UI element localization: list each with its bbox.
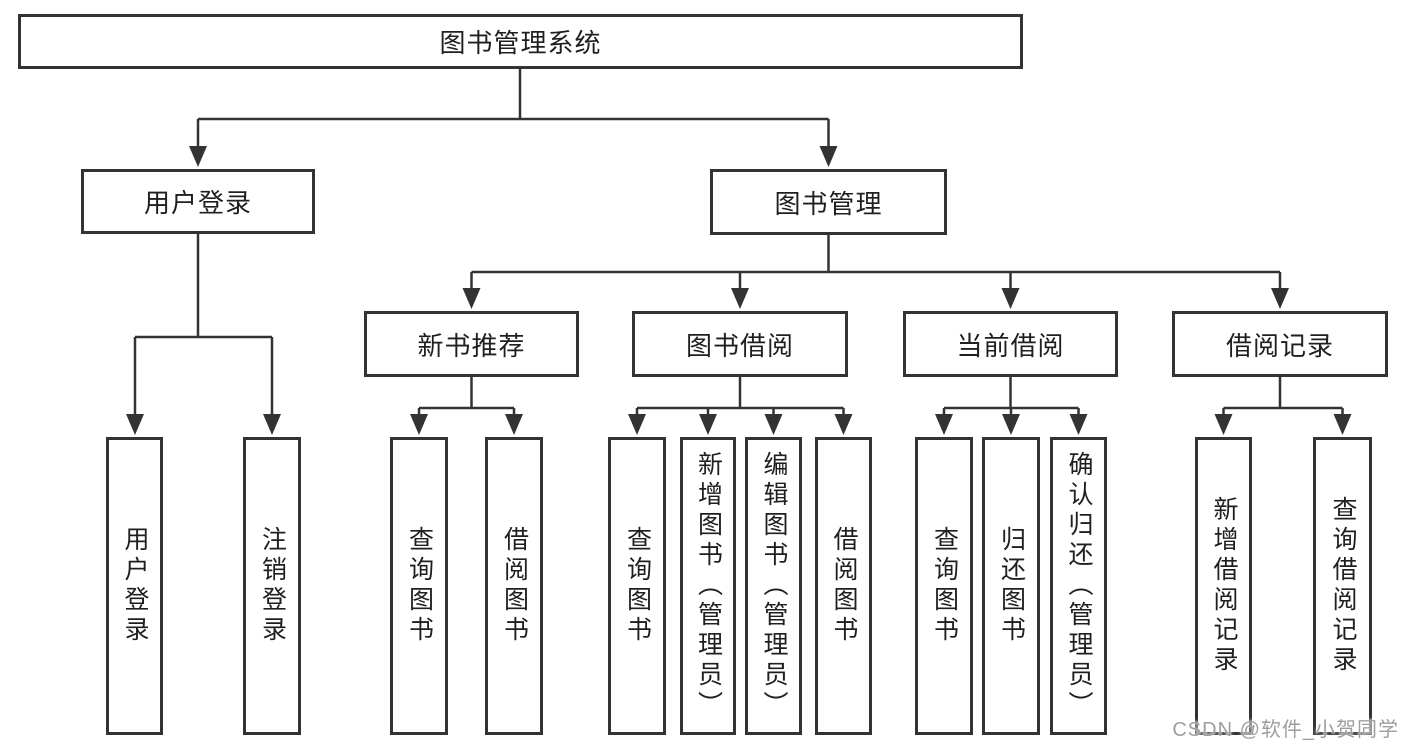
arrow-down-icon [731,288,749,309]
tree-edges [133,69,1344,419]
leaf-query-borrow-record: 查询借阅记录 [1313,437,1372,735]
arrow-down-icon [1001,288,1020,309]
arrow-down-icon [126,414,144,435]
node-label: 图书管理系统 [439,28,602,58]
node-user-login: 用户登录 [81,169,315,234]
arrow-down-icon [505,414,523,435]
node-label: 查询图书 [930,526,959,646]
arrow-down-icon [1069,414,1088,435]
node-label: 借阅记录 [1225,330,1334,361]
node-label: 图书管理 [774,188,883,219]
node-label: 查询图书 [623,526,652,646]
node-label: 借阅图书 [830,526,858,646]
arrow-down-icon [1002,414,1020,435]
leaf-user-login: 用户登录 [106,437,163,735]
node-label: 借阅图书 [500,526,529,646]
arrow-down-icon [935,414,953,435]
leaf-query-books-borrow: 查询图书 [608,437,666,735]
leaf-query-books-current: 查询图书 [915,437,973,735]
node-label: 查询图书 [405,526,434,646]
leaf-logout: 注销登录 [243,437,301,735]
csdn-watermark: CSDN @软件_小贺同学 [1172,719,1399,741]
arrow-down-icon [628,414,646,435]
node-label: 新书推荐 [417,330,526,361]
arrow-down-icon [1333,414,1352,435]
node-label: 用户登录 [143,188,252,218]
node-label: 编辑图书（管理员） [760,451,788,721]
arrow-down-icon [819,146,838,167]
node-book-borrowing: 图书借阅 [632,311,848,377]
arrowheads [126,146,1352,435]
leaf-edit-books-admin: 编辑图书（管理员） [745,437,802,735]
node-borrowing-records: 借阅记录 [1172,311,1388,377]
node-current-borrowing: 当前借阅 [903,311,1118,377]
node-new-book-recommendation: 新书推荐 [364,311,579,377]
node-label: 图书借阅 [685,330,794,361]
leaf-confirm-return-admin: 确认归还（管理员） [1050,437,1107,735]
node-label: 确认归还（管理员） [1065,451,1093,721]
node-label: 用户登录 [121,526,149,646]
node-label: 归还图书 [997,526,1026,646]
leaf-query-books-recommend: 查询图书 [390,437,448,735]
leaf-add-books-admin: 新增图书（管理员） [680,437,736,735]
leaf-borrow-books-recommend: 借阅图书 [485,437,543,735]
node-label: 新增图书（管理员） [694,451,723,721]
arrow-down-icon [764,414,783,435]
arrow-down-icon [1271,288,1289,309]
leaf-borrow-books: 借阅图书 [815,437,872,735]
arrow-down-icon [263,414,281,435]
arrow-down-icon [699,414,717,435]
arrow-down-icon [189,146,207,167]
leaf-add-borrow-record: 新增借阅记录 [1195,437,1252,735]
node-label: 查询借阅记录 [1329,496,1357,676]
node-library-management-system: 图书管理系统 [18,14,1023,69]
arrow-down-icon [834,414,853,435]
node-label: 注销登录 [258,526,287,646]
leaf-return-books: 归还图书 [982,437,1040,735]
arrow-down-icon [410,414,428,435]
node-label: 新增借阅记录 [1210,496,1238,676]
arrow-down-icon [1214,414,1233,435]
arrow-down-icon [462,288,481,309]
node-book-management: 图书管理 [710,169,947,235]
node-label: 当前借阅 [956,330,1065,361]
